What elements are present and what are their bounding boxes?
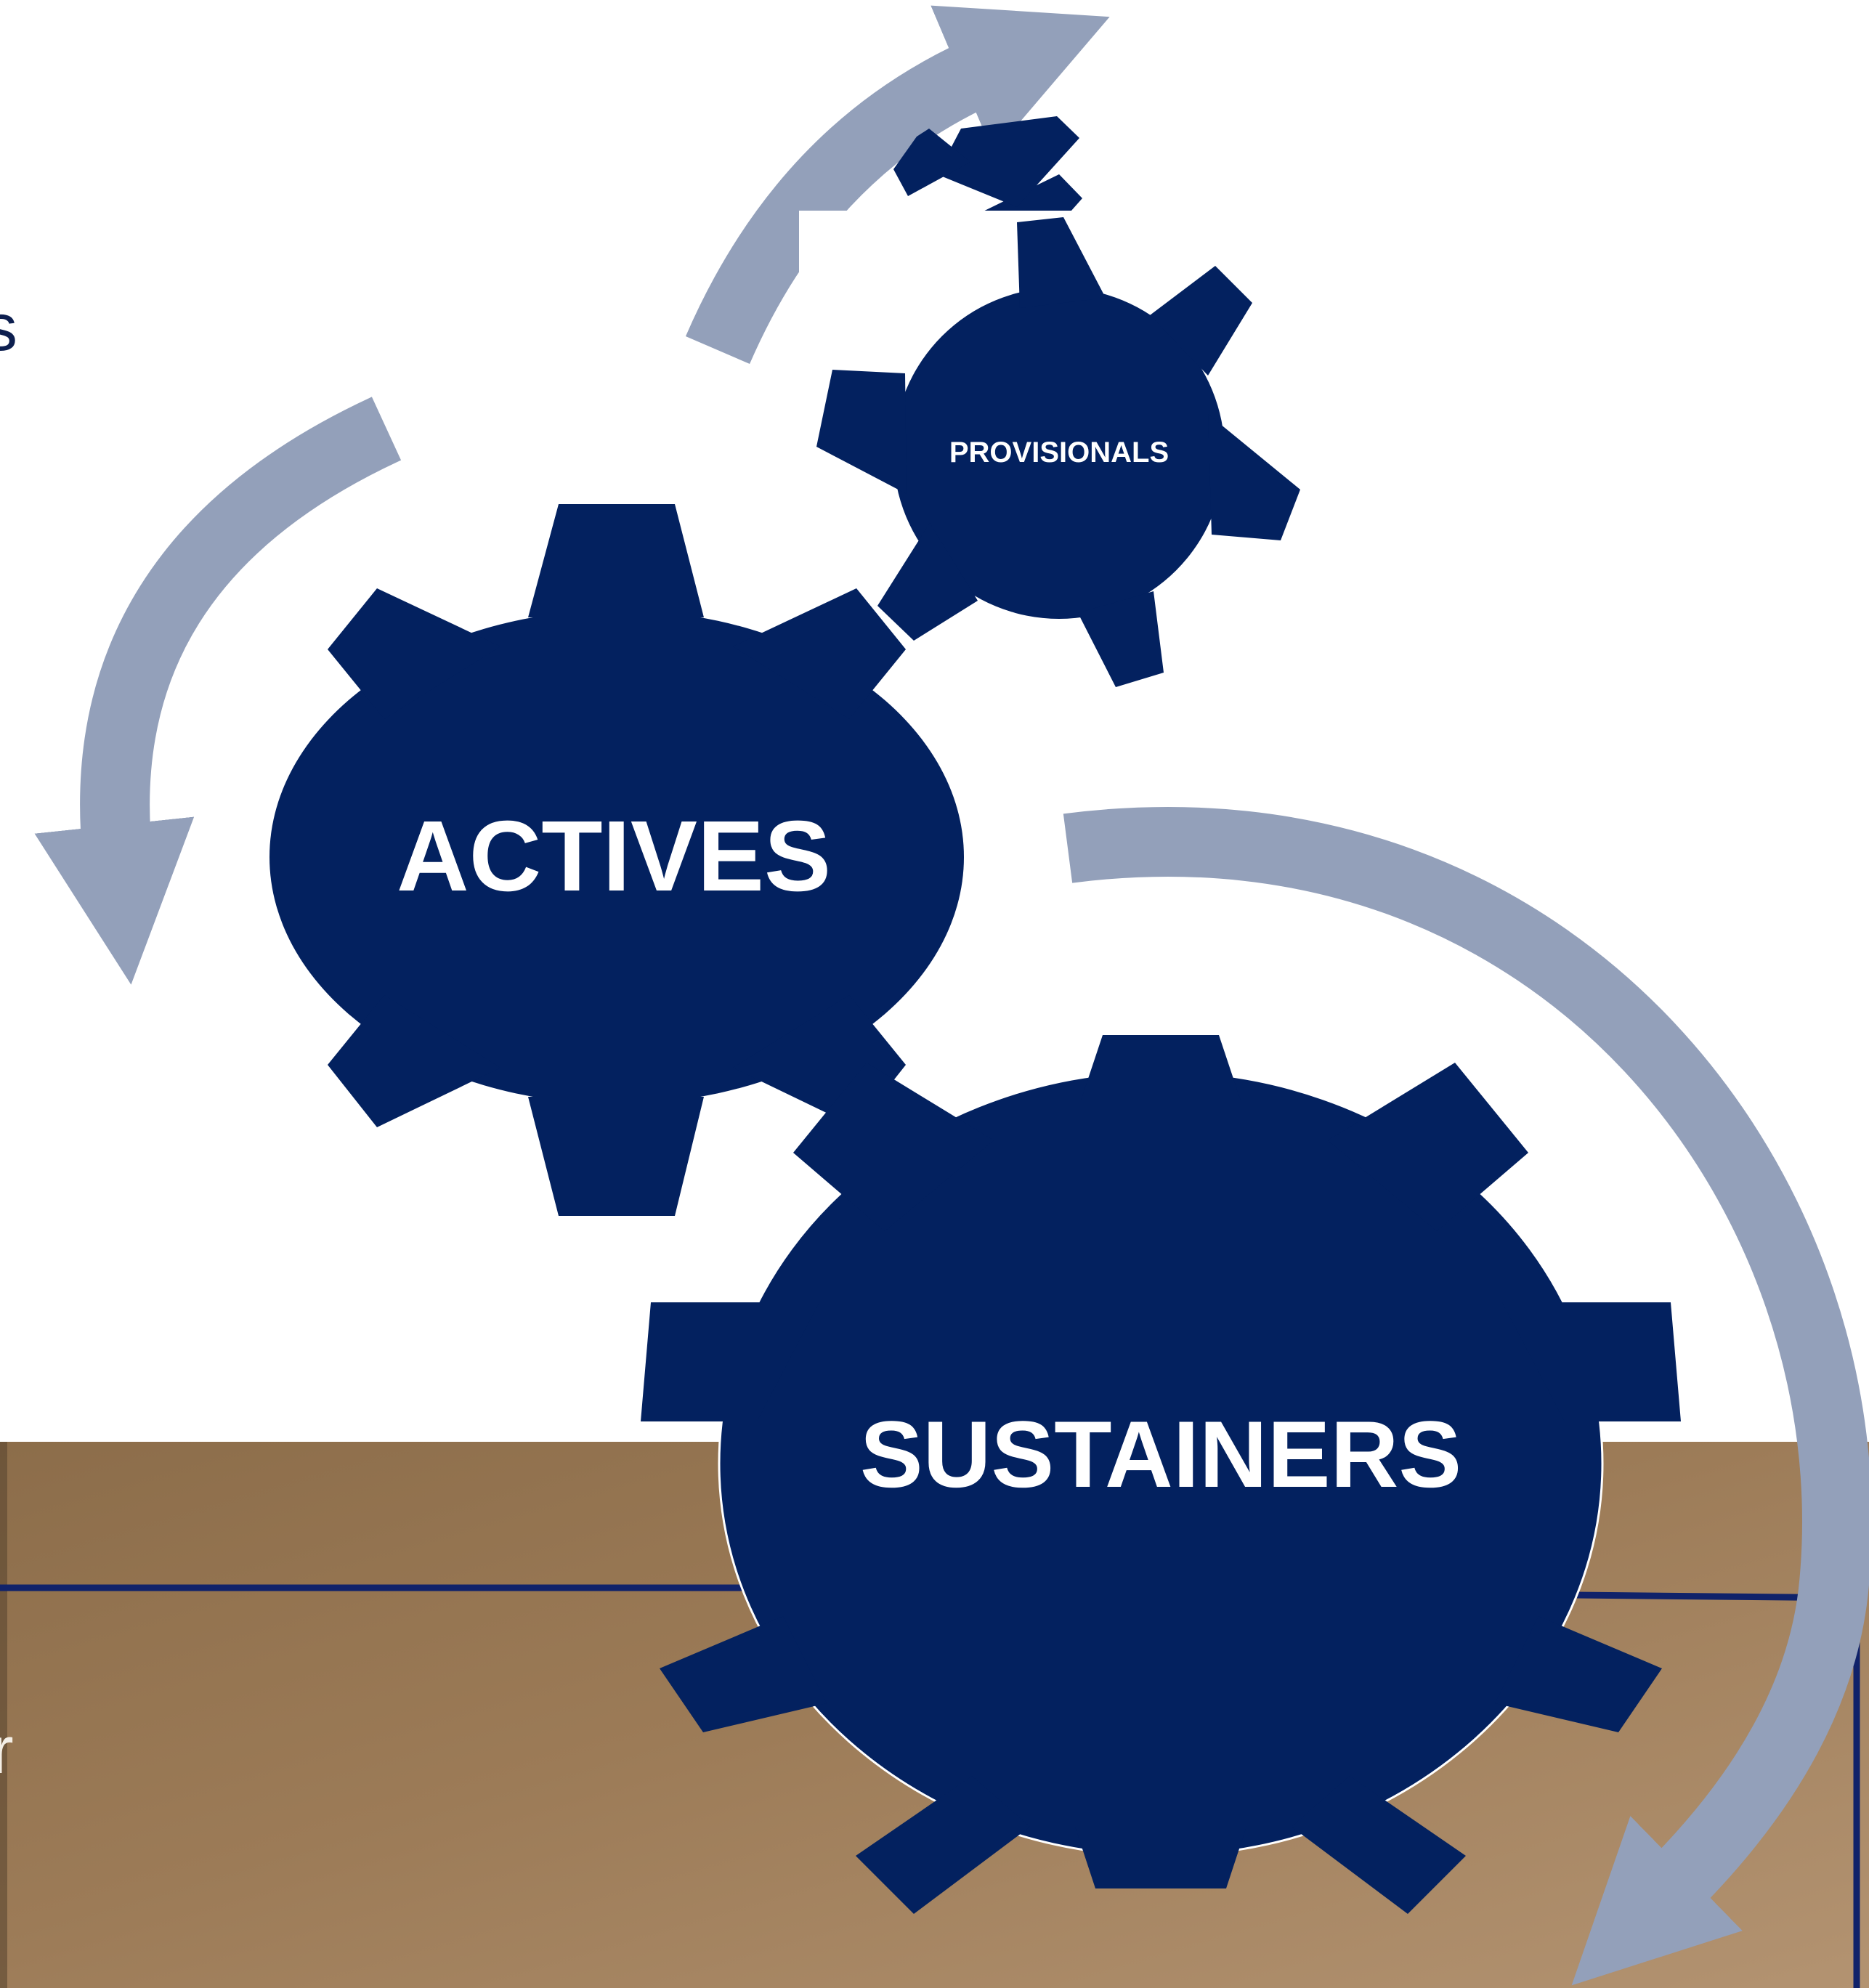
gear-label-sustainers: SUSTAINERS bbox=[860, 1401, 1461, 1507]
arrow-provisionals-cycle bbox=[685, 5, 1110, 365]
gear-label-provisionals: PROVISIONALS bbox=[949, 437, 1169, 468]
gear-sustainers: SUSTAINERS bbox=[641, 1035, 1681, 1914]
curved-arrow-icon bbox=[685, 5, 1110, 365]
gear-actives: ACTIVES bbox=[269, 504, 964, 1216]
edge-text-bottom: r bbox=[0, 1713, 14, 1788]
curved-arrow-icon bbox=[1063, 806, 1869, 1986]
arrow-sustainers-cycle bbox=[1063, 806, 1869, 1986]
curved-arrow-icon bbox=[34, 397, 402, 985]
gear-provisionals-shape: PROVISIONALS bbox=[799, 211, 1300, 690]
edge-text-top: s bbox=[0, 291, 17, 365]
gear-label-actives: ACTIVES bbox=[397, 800, 831, 912]
arrow-actives-cycle bbox=[34, 397, 402, 985]
